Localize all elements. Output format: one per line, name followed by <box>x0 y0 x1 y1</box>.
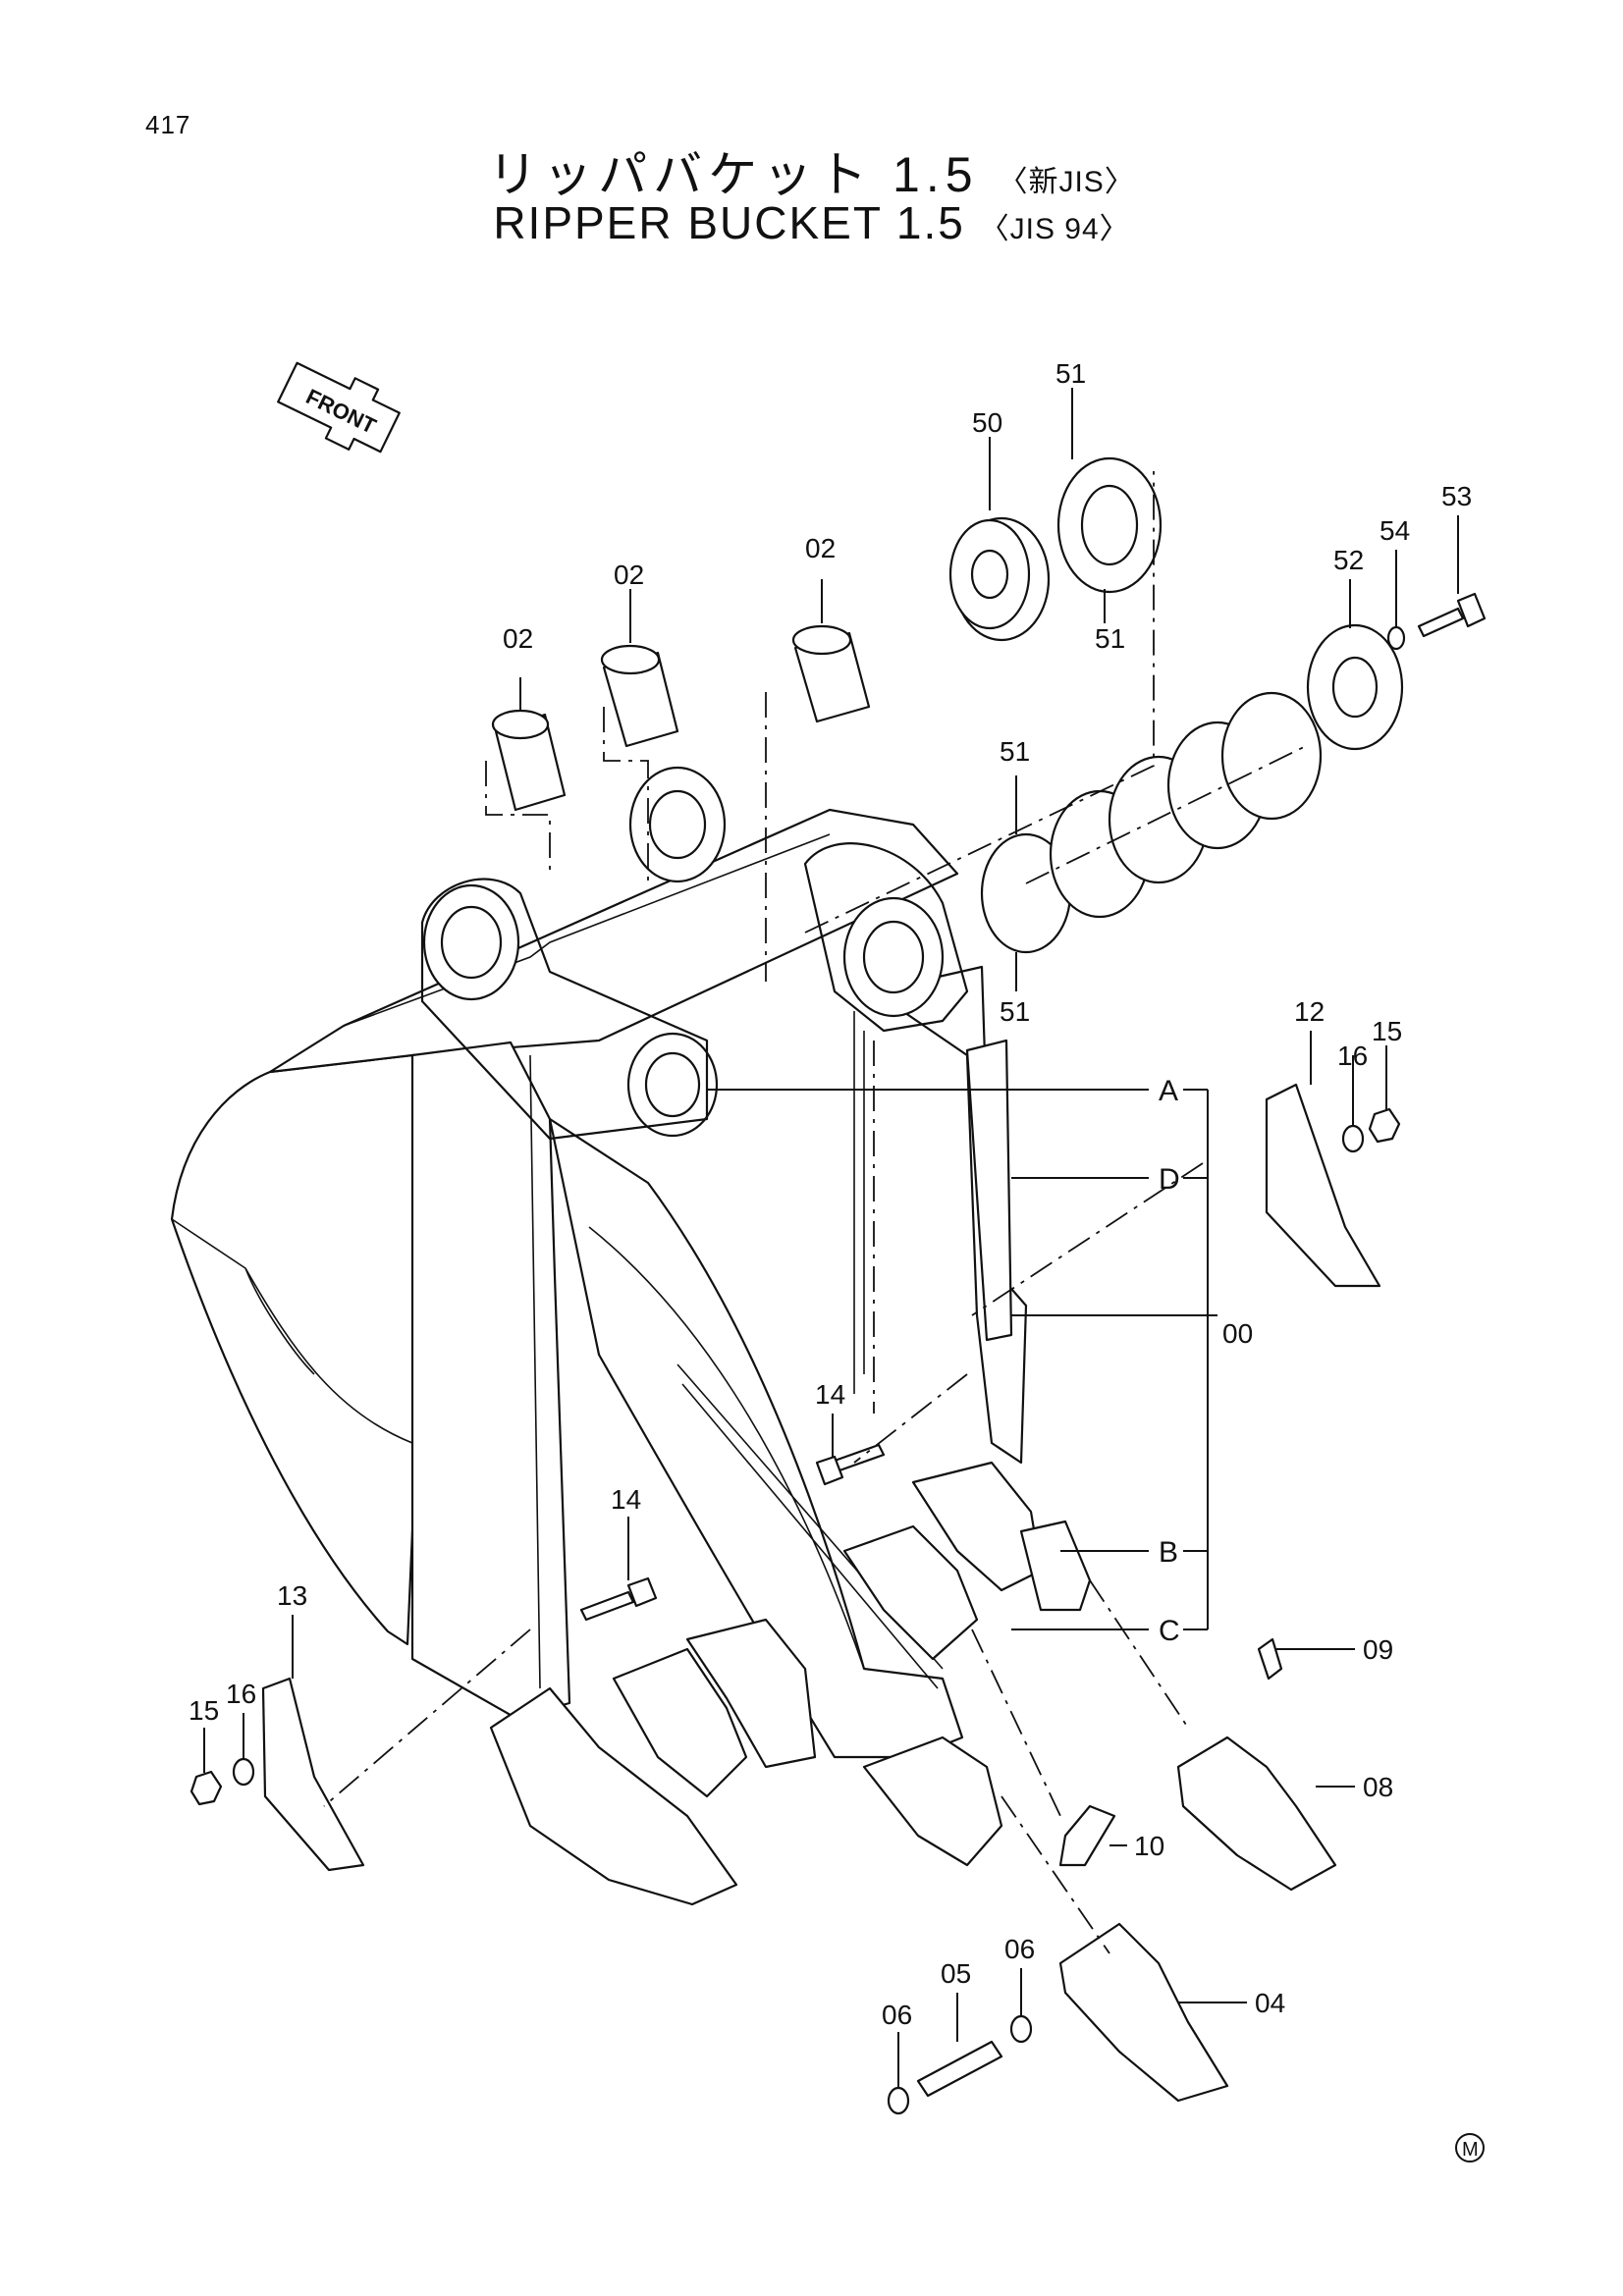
callout-14: 14 <box>611 1484 641 1515</box>
part-16-washer-left <box>232 1757 255 1787</box>
callout-02: 02 <box>805 533 836 563</box>
title-en-standard: 〈JIS 94〉 <box>979 213 1130 245</box>
part-15-nut-left <box>189 1770 223 1806</box>
title-en-main: RIPPER BUCKET 1.5 <box>493 197 965 248</box>
part-02-bushing-left <box>491 709 567 812</box>
callout-51: 51 <box>1055 358 1086 389</box>
callout-12: 12 <box>1294 996 1325 1027</box>
part-50-boss-plate <box>948 516 1051 642</box>
callout-50: 50 <box>972 407 1002 438</box>
ripper-bucket-body <box>170 766 1092 1906</box>
part-04-tooth-point <box>1058 1922 1229 2103</box>
callout-16: 16 <box>226 1679 256 1709</box>
part-14-bolt-lower <box>579 1576 658 1622</box>
callout-51: 51 <box>1095 623 1125 654</box>
reference-A: A <box>1159 1075 1178 1107</box>
callout-08: 08 <box>1363 1772 1393 1802</box>
callout-15: 15 <box>1372 1016 1402 1046</box>
part-08-tooth-adapter <box>1176 1735 1337 1892</box>
boss-front-left <box>422 883 520 1001</box>
part-54-washer <box>1386 625 1406 651</box>
tooth-left-3 <box>685 1618 817 1769</box>
callout-51: 51 <box>1000 996 1030 1027</box>
callout-labels: 02 02 02 50 51 51 51 51 52 54 53 12 16 1… <box>189 358 1472 2030</box>
boss-rear-right <box>842 896 945 1018</box>
part-52-plate <box>1306 623 1404 751</box>
callout-06: 06 <box>1004 1934 1035 1964</box>
part-16-washer-right <box>1341 1124 1365 1153</box>
reference-D: D <box>1159 1163 1180 1196</box>
callout-04: 04 <box>1255 1988 1285 2018</box>
callout-05: 05 <box>941 1958 971 1989</box>
part-06-retainer-right <box>1009 2014 1033 2044</box>
callout-15: 15 <box>189 1695 219 1726</box>
reference-C: C <box>1159 1615 1180 1647</box>
part-02-bushing-right <box>791 624 871 723</box>
callout-09: 09 <box>1363 1634 1393 1665</box>
part-10-lock <box>1058 1804 1116 1867</box>
callout-02: 02 <box>614 560 644 590</box>
front-arrow-icon: FRONT <box>277 361 401 454</box>
callout-02: 02 <box>503 623 533 654</box>
part-51-shim-stack <box>980 691 1323 954</box>
part-13-side-cutter-left <box>261 1677 365 1872</box>
boss-front-right <box>628 766 727 883</box>
part-15-nut-right <box>1368 1107 1401 1144</box>
part-02-bushing-middle <box>600 644 679 748</box>
boss-rear-left <box>626 1032 719 1138</box>
callout-13: 13 <box>277 1580 307 1611</box>
part-06-retainer-left <box>887 2086 910 2115</box>
page-number: 417 <box>145 110 191 139</box>
title-jp-standard: 〈新JIS〉 <box>998 166 1135 198</box>
title-jp-main: リッパバケット 1.5 <box>488 147 979 202</box>
part-53-bolt <box>1417 592 1487 638</box>
tooth-left-2 <box>612 1647 748 1798</box>
mark-letter: M <box>1462 2139 1479 2161</box>
part-14-bolt-upper <box>815 1443 886 1486</box>
tooth-left-1 <box>489 1686 738 1906</box>
callout-10: 10 <box>1134 1831 1164 1861</box>
callout-06: 06 <box>882 2000 912 2030</box>
part-51-shims-upper <box>1056 456 1163 594</box>
part-09-pin <box>1257 1637 1283 1681</box>
callout-00: 00 <box>1222 1318 1253 1349</box>
part-12-side-cutter-right <box>1265 1083 1381 1288</box>
callout-14: 14 <box>815 1379 845 1410</box>
callout-16: 16 <box>1337 1041 1368 1071</box>
leader-lines <box>203 388 1459 2088</box>
title-japanese: リッパバケット 1.5 〈新JIS〉 <box>0 135 1623 206</box>
tooth-right-1 <box>842 1524 979 1661</box>
callout-54: 54 <box>1380 515 1410 546</box>
m-mark-icon: M <box>1455 2133 1485 2163</box>
callout-53: 53 <box>1441 481 1472 511</box>
tooth-right-3 <box>1019 1520 1092 1612</box>
reference-B: B <box>1159 1536 1178 1569</box>
title-english: RIPPER BUCKET 1.5 〈JIS 94〉 <box>0 196 1623 249</box>
callout-52: 52 <box>1333 545 1364 575</box>
callout-51: 51 <box>1000 736 1030 767</box>
center-lines <box>323 471 1307 1954</box>
tooth-center <box>862 1735 1003 1867</box>
part-05-pin <box>916 2040 1003 2098</box>
